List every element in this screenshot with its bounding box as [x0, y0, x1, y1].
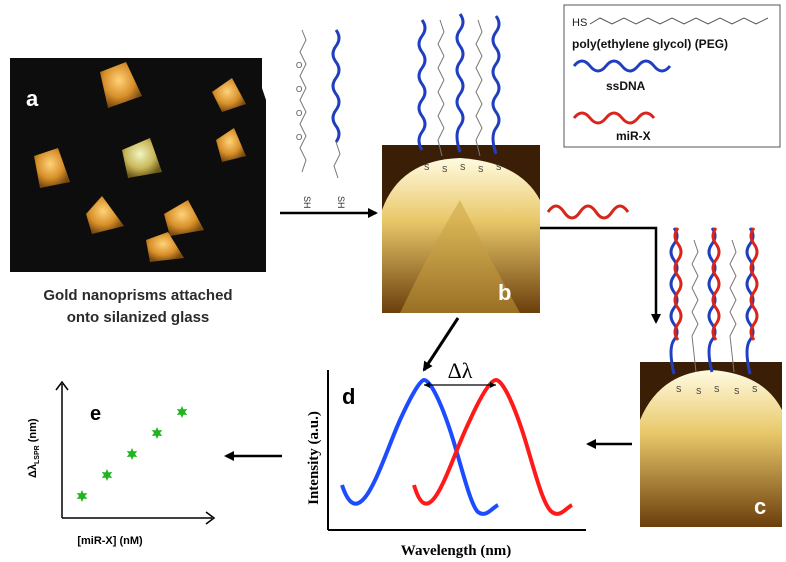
arrow-b-to-d: [422, 317, 460, 372]
legend-peg-chain: [589, 17, 769, 25]
mirx-strand: [749, 227, 759, 341]
nanoprism: [86, 196, 124, 234]
peg-oxygen: O: [296, 133, 302, 142]
legend-ssdna-label: ssDNA: [606, 79, 646, 93]
panel-a-letter: a: [26, 86, 39, 111]
scatter-ylabel: ΔλLSPR (nm): [27, 418, 41, 478]
panel-a-caption-line2: onto silanized glass: [67, 309, 210, 326]
bound-molecules-c: S S S S S: [669, 227, 759, 396]
peg-chain: [691, 239, 699, 373]
nanoprism: [34, 148, 70, 188]
scatter-point: [176, 406, 188, 418]
peg-oxygen: O: [296, 61, 302, 70]
nanoprism: [100, 62, 142, 108]
panel-d: d Δλ Wavelength (nm) Intensity (a.u.): [306, 358, 586, 559]
scatter-point: [126, 448, 138, 460]
bound-molecules-b: S S S S S: [417, 13, 501, 174]
mirx-strand: [673, 227, 683, 341]
scatter-point: [101, 469, 113, 481]
ssdna-linker: [333, 141, 341, 179]
thiol-label: SH: [302, 196, 312, 209]
scatter-y-arrowhead: [55, 380, 69, 391]
ssdna-strand: [491, 15, 501, 155]
svg-text:ΔλLSPR(nm): ΔλLSPR (nm): [27, 418, 41, 478]
scatter-ylabel-unit: (nm): [27, 418, 39, 442]
free-molecules: O O O O SH SH: [296, 29, 346, 209]
sulfur-label: S: [460, 163, 465, 172]
peg-oxygen: O: [296, 85, 302, 94]
scatter-xlabel: [miR-X] (nM): [77, 535, 143, 547]
sulfur-label: S: [676, 385, 681, 394]
scatter-ylabel-sub: LSPR: [34, 445, 41, 464]
sulfur-label: S: [714, 385, 719, 394]
legend-mirx-label: miR-X: [616, 129, 651, 143]
sulfur-label: S: [496, 163, 501, 172]
delta-lambda-label: Δλ: [448, 358, 473, 383]
sulfur-label: S: [442, 165, 447, 174]
mirx-strand: [546, 204, 630, 220]
legend-ssdna-icon: [572, 59, 672, 73]
delta-arrow-right: [490, 382, 496, 388]
peg-oxygen: O: [296, 109, 302, 118]
panel-b: S S S S S b: [382, 13, 540, 313]
sulfur-label: S: [734, 387, 739, 396]
spectrum-xlabel: Wavelength (nm): [401, 543, 511, 559]
nanoprism: [212, 78, 246, 112]
panel-a: a Gold nanoprisms attached onto silanize…: [10, 58, 266, 326]
panel-e: e ΔλLSPR (nm) [miR-X] (nM): [27, 380, 216, 547]
ssdna-strand: [331, 29, 341, 143]
scatter-points: [76, 406, 188, 502]
panel-c: S S S S S c: [640, 227, 782, 527]
ssdna-strand: [417, 19, 427, 151]
panel-b-letter: b: [498, 280, 511, 305]
nanoprism: [216, 128, 246, 162]
sulfur-label: S: [696, 387, 701, 396]
legend-peg-label: poly(ethylene glycol) (PEG): [572, 37, 728, 51]
spectrum-before: [340, 377, 500, 516]
nanoprism: [122, 138, 162, 178]
nanoprism-shadow: [400, 200, 520, 313]
arrow-b-to-c: [540, 226, 661, 324]
scatter-point: [76, 490, 88, 502]
legend: HS poly(ethylene glycol) (PEG) ssDNA miR…: [563, 4, 781, 148]
legend-mirx-icon: [572, 111, 656, 125]
sulfur-label: S: [478, 165, 483, 174]
peg-chain: [475, 19, 483, 157]
peg-chain: [437, 19, 445, 157]
peg-chain: [729, 239, 737, 373]
peg-chain: [299, 29, 307, 173]
thiol-label: SH: [336, 196, 346, 209]
sulfur-label: S: [752, 385, 757, 394]
delta-arrow-left: [424, 382, 430, 388]
nanoprism-3d: [640, 370, 782, 527]
scatter-ylabel-main: Δλ: [27, 464, 39, 478]
legend-box: [563, 4, 781, 148]
panel-c-letter: c: [754, 494, 766, 519]
mirx-strand: [711, 227, 721, 341]
panel-a-caption-line1: Gold nanoprisms attached: [43, 287, 232, 304]
spectrum-ylabel: Intensity (a.u.): [306, 411, 322, 505]
scatter-x-arrowhead: [205, 511, 216, 525]
spectrum-after: [412, 377, 574, 516]
ssdna-strand: [455, 13, 465, 153]
sulfur-label: S: [424, 163, 429, 172]
panel-d-letter: d: [342, 384, 355, 409]
nanoprism: [164, 200, 204, 236]
nanoprism: [146, 232, 184, 262]
panel-e-letter: e: [90, 403, 101, 425]
legend-hs: HS: [572, 17, 587, 29]
scatter-point: [151, 427, 163, 439]
